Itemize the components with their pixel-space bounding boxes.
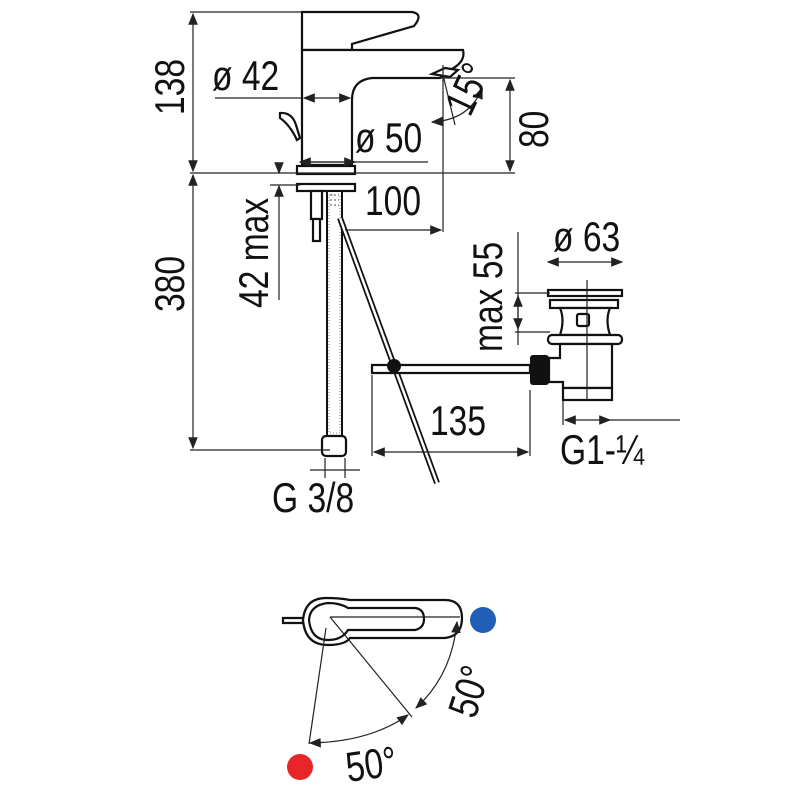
label-waste-thread: G1-¼ bbox=[560, 428, 645, 474]
waste-lock-nut bbox=[546, 333, 624, 346]
waste-cap bbox=[546, 288, 624, 298]
label-base-diameter: ø 50 bbox=[355, 116, 422, 162]
hose-nut bbox=[320, 434, 348, 458]
hot-indicator-dot bbox=[287, 754, 313, 780]
label-hot-angle: 50° bbox=[343, 739, 400, 792]
waste-flange bbox=[548, 298, 620, 310]
label-waste-max: max 55 bbox=[466, 242, 512, 352]
label-body-diameter: ø 42 bbox=[212, 54, 279, 100]
label-waste-diameter: ø 63 bbox=[553, 215, 620, 261]
label-cold-angle: 50° bbox=[440, 660, 500, 723]
cold-indicator-dot bbox=[470, 607, 496, 633]
dimension-lines bbox=[188, 11, 680, 478]
label-hose-thread: G 3/8 bbox=[272, 476, 354, 522]
aerator bbox=[428, 66, 461, 79]
faucet-handle bbox=[300, 10, 420, 52]
label-height-total: 138 bbox=[148, 59, 194, 115]
label-hose-length: 380 bbox=[148, 256, 194, 312]
label-rod-length: 135 bbox=[430, 399, 486, 445]
waste-body bbox=[547, 342, 614, 390]
rod-clamp-ball bbox=[387, 359, 401, 373]
label-max-deck: 42 max bbox=[232, 198, 278, 308]
label-spout-reach: 100 bbox=[365, 179, 421, 225]
threaded-rod-lower bbox=[311, 217, 322, 243]
hose-braid bbox=[330, 194, 339, 206]
faucet-body bbox=[300, 48, 465, 167]
waste-assembly bbox=[337, 216, 624, 485]
label-spout-height: 80 bbox=[512, 111, 558, 148]
lever-inner bbox=[307, 601, 426, 642]
faucet-side-view bbox=[278, 10, 465, 458]
threaded-rod bbox=[309, 189, 324, 221]
fixing-plate bbox=[295, 182, 357, 193]
pop-up-knob bbox=[278, 111, 302, 142]
rod-nut bbox=[530, 355, 549, 385]
lever-top-view: 50° 50° bbox=[281, 596, 500, 792]
dimension-labels: 138 ø 42 ø 50 15° 80 100 42 max 380 G 3/… bbox=[148, 54, 646, 522]
pop-up-knob-top bbox=[281, 616, 305, 625]
